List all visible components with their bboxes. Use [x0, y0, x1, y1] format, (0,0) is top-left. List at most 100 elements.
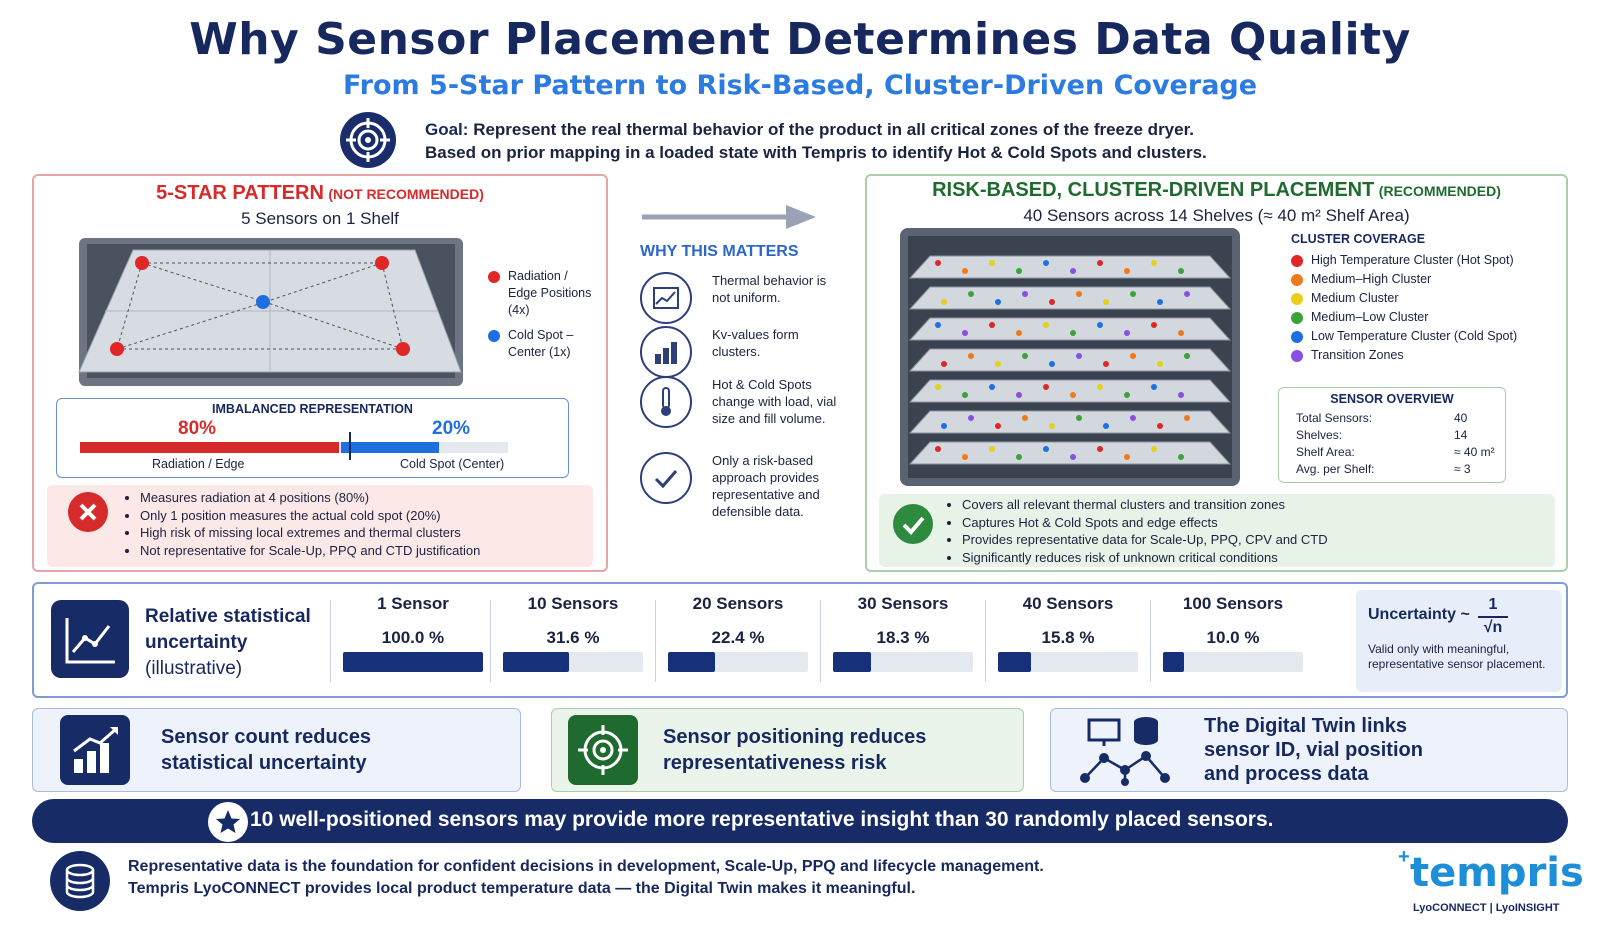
five-star-heading: 5-STAR PATTERN (NOT RECOMMENDED) [32, 182, 608, 205]
overview-row: Shelves:14 [1296, 427, 1496, 444]
legend-radiation: Radiation / Edge Positions (4x) [488, 268, 598, 319]
sensor-dot [1049, 423, 1055, 429]
sensor-dot [1178, 330, 1184, 336]
bar-chart-icon [640, 326, 692, 378]
sensor-dot [962, 268, 968, 274]
uncertainty-bar [1163, 652, 1303, 672]
arrow-right-icon [642, 205, 816, 229]
sensor-dot [1103, 423, 1109, 429]
card-sensor-positioning-text: Sensor positioning reduces representativ… [663, 724, 926, 776]
card-line: The Digital Twin links [1204, 715, 1407, 737]
sensor-dot [941, 299, 947, 305]
uncertainty-value: 22.4 % [711, 628, 765, 647]
fraction-line [1478, 616, 1508, 618]
sensor-dot [989, 322, 995, 328]
sensor-dot [1178, 454, 1184, 460]
sensor-dot [1043, 322, 1049, 328]
sensor-dot [1097, 322, 1103, 328]
cluster-label: Low Temperature Cluster (Cold Spot) [1311, 329, 1518, 343]
x-icon [68, 492, 108, 532]
why-item-spots: Hot & Cold Spots change with load, vial … [640, 376, 850, 446]
sensor-dot [935, 384, 941, 390]
sensor-dot [1124, 268, 1130, 274]
uncertainty-bar-fill [668, 652, 716, 672]
footer-text: Representative data is the foundation fo… [128, 856, 1044, 900]
thermometer-icon [640, 376, 692, 428]
sensor-dot [1043, 446, 1049, 452]
uncertainty-value: 18.3 % [876, 628, 930, 647]
uncertainty-value: 15.8 % [1041, 628, 1095, 647]
five-star-risk-box [47, 485, 593, 567]
sensor-dot [1070, 392, 1076, 398]
list-item: High risk of missing local extremes and … [140, 524, 592, 542]
cluster-item: Medium–Low Cluster [1291, 309, 1561, 326]
logo-subline: LyoCONNECT | LyoINSIGHT [1413, 902, 1560, 914]
uncertainty-strip [32, 582, 1568, 698]
shelf [908, 348, 1232, 372]
list-item: Not representative for Scale-Up, PPQ and… [140, 542, 592, 560]
sensor-dot [1151, 322, 1157, 328]
sensor-dot [1103, 299, 1109, 305]
cluster-item: High Temperature Cluster (Hot Spot) [1291, 252, 1561, 269]
sensor-dot [1097, 384, 1103, 390]
legend-radiation-label: Radiation / Edge Positions (4x) [508, 269, 592, 317]
sensor-dot [1157, 361, 1163, 367]
card-line: and process data [1204, 763, 1369, 785]
sensor-dot [941, 423, 947, 429]
sensor-dot [968, 291, 974, 297]
shelf [908, 379, 1232, 403]
sensor-dot [968, 415, 974, 421]
uncertainty-bar-fill [998, 652, 1032, 672]
sensor-dot [1103, 361, 1109, 367]
overview-label: Shelf Area: [1296, 445, 1355, 459]
sensor-dot [1049, 299, 1055, 305]
sensor-dot [1043, 260, 1049, 266]
green-dot-icon [1291, 311, 1303, 324]
footer-line: Tempris LyoCONNECT provides local produc… [128, 880, 916, 897]
sensor-dot [1130, 291, 1136, 297]
sensor-dot [1043, 384, 1049, 390]
sensor-dot [1016, 330, 1022, 336]
risk-based-tag: (RECOMMENDED) [1378, 183, 1501, 199]
column-divider [1150, 600, 1151, 682]
check-circle-icon [893, 504, 933, 544]
five-star-tag: (NOT RECOMMENDED) [328, 186, 484, 202]
why-title: WHY THIS MATTERS [640, 243, 799, 260]
sensor-dot [962, 454, 968, 460]
overview-value: 14 [1454, 428, 1468, 442]
sensor-dot [1130, 415, 1136, 421]
footer-line: Representative data is the foundation fo… [128, 858, 1044, 875]
overview-label: Total Sensors: [1296, 411, 1373, 425]
key-message-banner [32, 799, 1568, 843]
radiation-bar-segment [80, 442, 340, 453]
sensor-dot [962, 392, 968, 398]
database-icon [50, 851, 110, 911]
blue-dot-icon [488, 330, 500, 342]
uncertainty-bar [343, 652, 483, 672]
overview-row: Total Sensors:40 [1296, 410, 1496, 427]
sensor-count-label: 20 Sensors [692, 594, 784, 613]
sensor-dot [1070, 330, 1076, 336]
uncertainty-bar-fill [833, 652, 872, 672]
formula-note: Valid only with meaningful, representati… [1368, 642, 1546, 671]
sensor-dot [1184, 353, 1190, 359]
card-line: representativeness risk [663, 752, 887, 774]
column-divider [330, 600, 331, 682]
legend-cold: Cold Spot – Center (1x) [488, 327, 598, 361]
goal-line-2: Based on prior mapping in a loaded state… [425, 143, 1207, 162]
sensor-dot [962, 330, 968, 336]
column-divider [655, 600, 656, 682]
sensor-count-label: 40 Sensors [1022, 594, 1114, 613]
sensor-dot [935, 446, 941, 452]
card-line: Sensor count reduces [161, 726, 372, 748]
risk-based-title: RISK-BASED, CLUSTER-DRIVEN PLACEMENT [932, 179, 1375, 201]
blue-dot-icon [1291, 330, 1303, 343]
why-item-riskbased: Only a risk-based approach provides repr… [640, 452, 850, 522]
sensor-dot [1076, 353, 1082, 359]
sensor-dot [989, 260, 995, 266]
list-item: Only 1 position measures the actual cold… [140, 507, 592, 525]
radiation-bar-label: Radiation / Edge [152, 457, 245, 471]
yellow-dot-icon [1291, 292, 1303, 305]
key-message-text: 10 well-positioned sensors may provide m… [250, 808, 1274, 831]
card-sensor-count-text: Sensor count reduces statistical uncerta… [161, 724, 371, 776]
